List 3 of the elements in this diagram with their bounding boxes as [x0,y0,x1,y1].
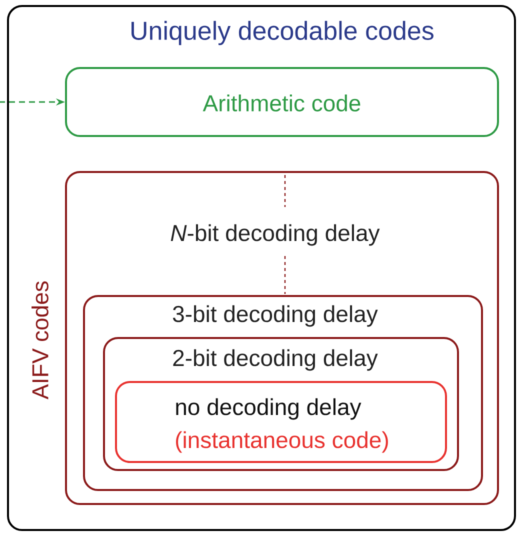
nested-box: no decoding delay (instantaneous code) [115,381,447,463]
node-label: AIFV codes [32,281,48,400]
code-box: Arithmetic code [65,67,499,137]
